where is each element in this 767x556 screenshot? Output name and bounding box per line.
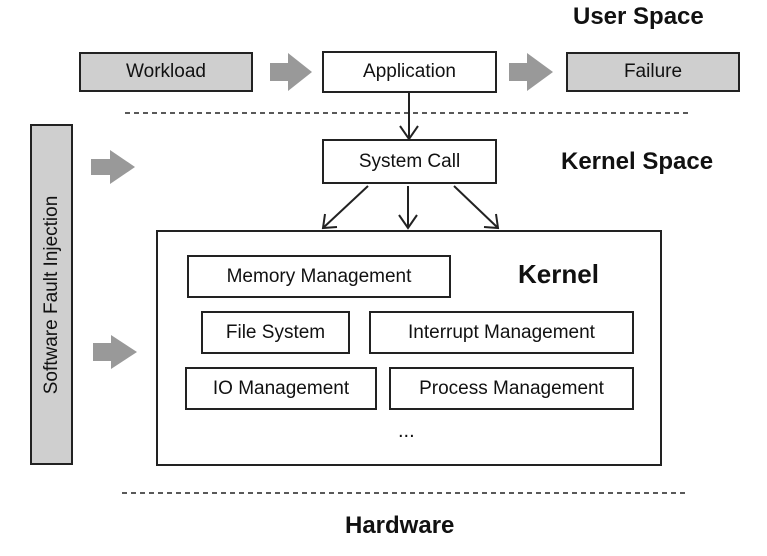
system-call-to-kernel-right-line [453, 185, 499, 229]
io-management-box: IO Management [185, 367, 377, 410]
application-box: Application [322, 51, 497, 93]
memory-management-box: Memory Management [187, 255, 451, 298]
failure-box: Failure [566, 52, 740, 92]
file-system-box: File System [201, 311, 350, 354]
injection-to-kernel-arrow [93, 335, 137, 369]
hardware-title: Hardware [345, 512, 455, 539]
process-management-box: Process Management [389, 367, 634, 410]
software-fault-injection-panel: Software Fault Injection [30, 124, 73, 465]
application-to-failure-arrow [509, 53, 553, 91]
kernel-title: Kernel [518, 259, 599, 289]
user-space-title: User Space [573, 3, 704, 30]
kernel-space-title: Kernel Space [561, 148, 714, 175]
workload-box: Workload [79, 52, 253, 92]
system-call-box: System Call [322, 139, 497, 184]
more-components-ellipsis: ... [398, 420, 415, 442]
system-call-to-kernel-left-arrowhead [321, 213, 338, 230]
workload-to-application-arrow [270, 53, 312, 91]
interrupt-management-box: Interrupt Management [369, 311, 634, 354]
system-call-to-kernel-right-arrowhead [483, 213, 500, 230]
system-call-to-kernel-left-line [322, 185, 369, 229]
injection-to-system-call-arrow [91, 150, 135, 184]
system-call-to-kernel-center-arrowhead [398, 214, 418, 230]
software-fault-injection-label: Software Fault Injection [40, 195, 62, 394]
